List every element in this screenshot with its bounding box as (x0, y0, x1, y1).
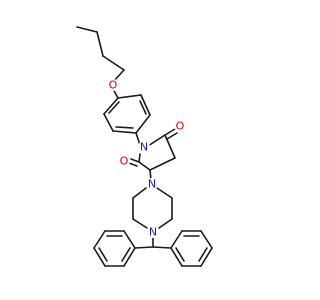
bond (175, 247, 185, 262)
bond (134, 246, 154, 249)
bond (128, 162, 138, 167)
bond (139, 100, 147, 115)
bond (166, 132, 178, 140)
bond (156, 187, 173, 199)
phenyl-ring-right (170, 230, 213, 267)
piperazine-nitrogen-top-label: N (148, 178, 156, 191)
bond (93, 230, 106, 249)
bond (164, 128, 176, 136)
bond (170, 247, 183, 267)
bond (135, 114, 151, 134)
molecule-canvas: O N O O N N (76, 26, 213, 267)
bond (135, 132, 141, 146)
bond (123, 247, 136, 267)
phenylene-ring (103, 94, 151, 134)
bond (112, 130, 137, 134)
bond (149, 157, 176, 171)
ether-oxygen-label: O (109, 79, 118, 92)
phenyl-ring-left (93, 230, 136, 267)
bond (152, 246, 172, 249)
bond (121, 247, 131, 262)
bond (138, 161, 151, 171)
bond (170, 230, 183, 249)
succinimide-ring (128, 128, 178, 171)
bond (147, 134, 166, 147)
bond (76, 26, 98, 33)
bond (115, 126, 134, 129)
bond (103, 97, 119, 115)
carbonyl-oxygen-left-label: O (120, 155, 129, 168)
atom-labels: O N O O N N (107, 79, 186, 239)
bond (138, 153, 141, 163)
piperazine-nitrogen-bottom-label: N (149, 226, 157, 239)
bond (123, 230, 136, 249)
bond (96, 31, 104, 57)
bond (200, 230, 213, 249)
bond (117, 94, 142, 99)
butyl-chain (76, 26, 125, 83)
bond (200, 247, 213, 267)
carbonyl-oxygen-right-label: O (176, 120, 185, 133)
bond (108, 101, 120, 114)
bond (130, 158, 140, 163)
imide-nitrogen-label: N (140, 141, 148, 154)
bond (158, 218, 173, 229)
bond (98, 247, 108, 262)
bond (198, 247, 208, 262)
piperazine-ring (132, 187, 173, 229)
molecule-structure: O N O O N N (76, 26, 213, 267)
bond (132, 187, 147, 199)
bond (132, 218, 148, 229)
bond (93, 247, 106, 267)
bond (103, 113, 114, 132)
bond (140, 94, 151, 116)
bond (102, 55, 125, 71)
